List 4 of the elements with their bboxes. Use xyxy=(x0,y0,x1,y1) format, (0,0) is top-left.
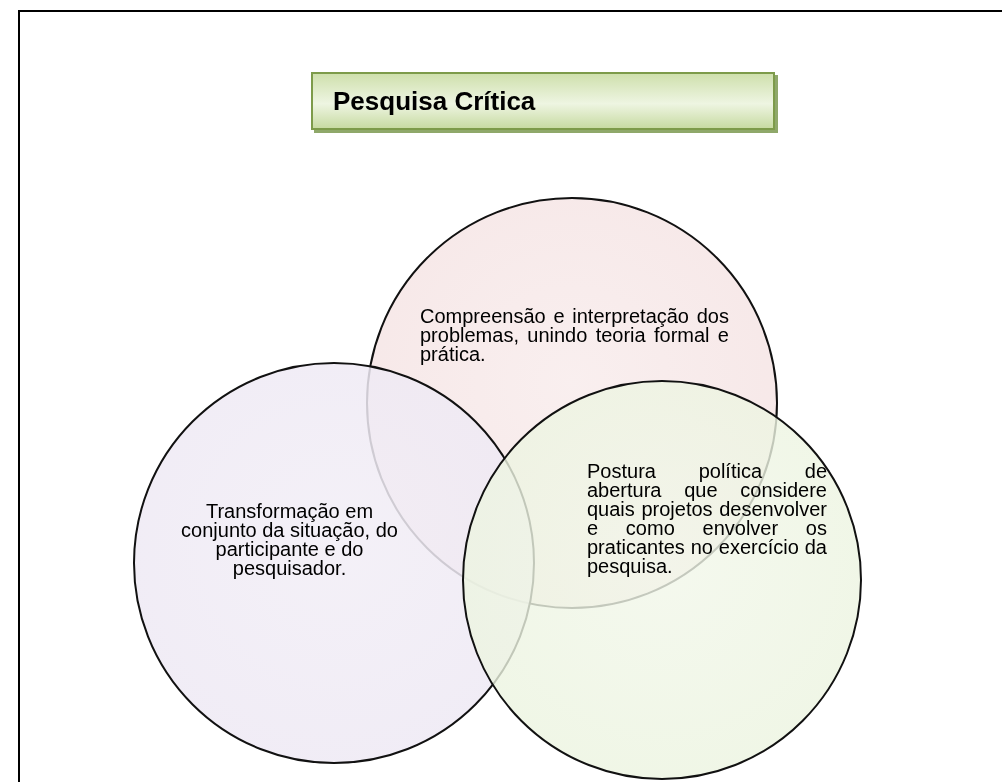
circle-text: Compreensão e interpretação dos problemas, unindo teoria formal e prática. xyxy=(420,307,729,364)
title-banner: Pesquisa Crítica xyxy=(311,72,775,130)
circle-text: Transformação em conjunto da situação, do participante e do pesquisador. xyxy=(180,502,399,578)
circle-text: Postura política de abertura que considere quais projetos desenvolver e como envolver os praticantes no exercício da pesquisa. xyxy=(587,462,827,576)
